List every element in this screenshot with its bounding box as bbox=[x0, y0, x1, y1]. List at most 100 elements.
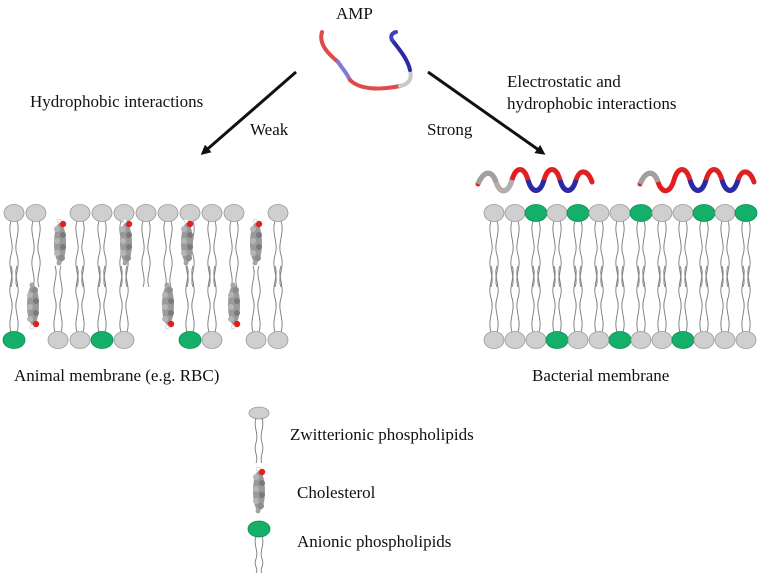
zwitterionic-head bbox=[483, 331, 505, 349]
lipid-tails bbox=[615, 265, 625, 333]
zwitterionic-lipid-icon bbox=[248, 406, 270, 464]
zwitterionic-head bbox=[630, 331, 652, 349]
zwitterionic-head bbox=[546, 204, 568, 222]
lipid-tails bbox=[699, 265, 709, 333]
zwitterionic-head bbox=[223, 204, 245, 222]
lipid-tails bbox=[699, 220, 709, 288]
lipid-tails bbox=[531, 265, 541, 333]
lipid-tails bbox=[678, 220, 688, 288]
lipid-tails bbox=[163, 220, 173, 288]
anionic-head bbox=[629, 204, 653, 222]
lipid-tails bbox=[75, 265, 85, 333]
zwitterionic-head bbox=[651, 331, 673, 349]
lipid-tails bbox=[636, 220, 646, 288]
legend-zwitterionic-label: Zwitterionic phospholipids bbox=[290, 425, 474, 444]
zwitterionic-head bbox=[693, 331, 715, 349]
lipid-tails bbox=[273, 220, 283, 288]
anionic-head bbox=[671, 331, 695, 349]
electrostatic-label-line1: Electrostatic and bbox=[507, 72, 621, 91]
bacterial-membrane-bilayer bbox=[483, 204, 758, 349]
zwitterionic-head bbox=[588, 204, 610, 222]
zwitterionic-head bbox=[609, 204, 631, 222]
weak-arrow bbox=[200, 70, 297, 155]
bacterial-membrane-label: Bacterial membrane bbox=[532, 366, 670, 385]
lipid-tails bbox=[9, 265, 19, 333]
strong-label: Strong bbox=[427, 120, 473, 139]
animal-membrane-bilayer bbox=[2, 204, 289, 349]
animal-membrane-label: Animal membrane (e.g. RBC) bbox=[14, 366, 220, 385]
zwitterionic-head bbox=[25, 204, 47, 222]
lipid-tails bbox=[657, 220, 667, 288]
anionic-head bbox=[566, 204, 590, 222]
hydrophobic-label: Hydrophobic interactions bbox=[30, 92, 204, 111]
lipid-tails bbox=[615, 220, 625, 288]
anionic-head bbox=[524, 204, 548, 222]
zwitterionic-head bbox=[504, 331, 526, 349]
zwitterionic-head bbox=[69, 204, 91, 222]
lipid-tails bbox=[489, 265, 499, 333]
zwitterionic-head bbox=[525, 331, 547, 349]
zwitterionic-head bbox=[157, 204, 179, 222]
lipid-tails bbox=[720, 220, 730, 288]
lipid-tails bbox=[573, 265, 583, 333]
lipid-tails bbox=[141, 220, 151, 288]
zwitterionic-head bbox=[135, 204, 157, 222]
zwitterionic-head bbox=[267, 331, 289, 349]
lipid-tails bbox=[207, 220, 217, 288]
lipid-tails bbox=[229, 220, 239, 288]
bound-amp-helix-left-icon bbox=[475, 167, 595, 194]
lipid-tails bbox=[594, 265, 604, 333]
zwitterionic-head bbox=[201, 331, 223, 349]
legend-cholesterol-label: Cholesterol bbox=[297, 483, 376, 502]
cholesterol-molecule bbox=[249, 218, 263, 266]
zwitterionic-head bbox=[245, 331, 267, 349]
lipid-tails bbox=[53, 265, 63, 333]
weak-label: Weak bbox=[250, 120, 289, 139]
zwitterionic-head bbox=[567, 331, 589, 349]
zwitterionic-head bbox=[179, 204, 201, 222]
lipid-tails bbox=[510, 265, 520, 333]
zwitterionic-head bbox=[672, 204, 694, 222]
lipid-tails bbox=[75, 220, 85, 288]
electrostatic-label-line2: hydrophobic interactions bbox=[507, 94, 677, 113]
lipid-tails bbox=[489, 220, 499, 288]
lipid-tails bbox=[678, 265, 688, 333]
lipid-tails bbox=[552, 220, 562, 288]
legend-anionic-label: Anionic phospholipids bbox=[297, 532, 452, 551]
lipid-tails bbox=[9, 220, 19, 288]
lipid-tails bbox=[531, 220, 541, 288]
zwitterionic-head bbox=[651, 204, 673, 222]
lipid-tails bbox=[31, 220, 41, 288]
amp-peptide-icon bbox=[319, 30, 413, 91]
anionic-head bbox=[90, 331, 114, 349]
cholesterol-molecule bbox=[227, 282, 241, 330]
anionic-head bbox=[178, 331, 202, 349]
anionic-head bbox=[2, 331, 26, 349]
lipid-tails bbox=[657, 265, 667, 333]
zwitterionic-head bbox=[714, 331, 736, 349]
lipid-tails bbox=[510, 220, 520, 288]
cholesterol-icon bbox=[252, 466, 266, 514]
lipid-tails bbox=[119, 265, 129, 333]
cholesterol-molecule bbox=[180, 218, 194, 266]
cholesterol-molecule bbox=[26, 282, 40, 330]
zwitterionic-head bbox=[69, 331, 91, 349]
lipid-tails bbox=[573, 220, 583, 288]
cholesterol-molecule bbox=[161, 282, 175, 330]
cholesterol-molecule bbox=[53, 218, 67, 266]
cholesterol-molecule bbox=[119, 218, 133, 266]
anionic-head bbox=[734, 204, 758, 222]
anionic-head bbox=[545, 331, 569, 349]
zwitterionic-head bbox=[3, 204, 25, 222]
anionic-lipid-icon bbox=[247, 520, 271, 573]
zwitterionic-head bbox=[113, 331, 135, 349]
amp-label: AMP bbox=[336, 4, 373, 23]
lipid-tails bbox=[741, 220, 751, 288]
zwitterionic-head bbox=[504, 204, 526, 222]
lipid-tails bbox=[720, 265, 730, 333]
zwitterionic-head bbox=[113, 204, 135, 222]
lipid-tails bbox=[97, 220, 107, 288]
zwitterionic-head bbox=[91, 204, 113, 222]
